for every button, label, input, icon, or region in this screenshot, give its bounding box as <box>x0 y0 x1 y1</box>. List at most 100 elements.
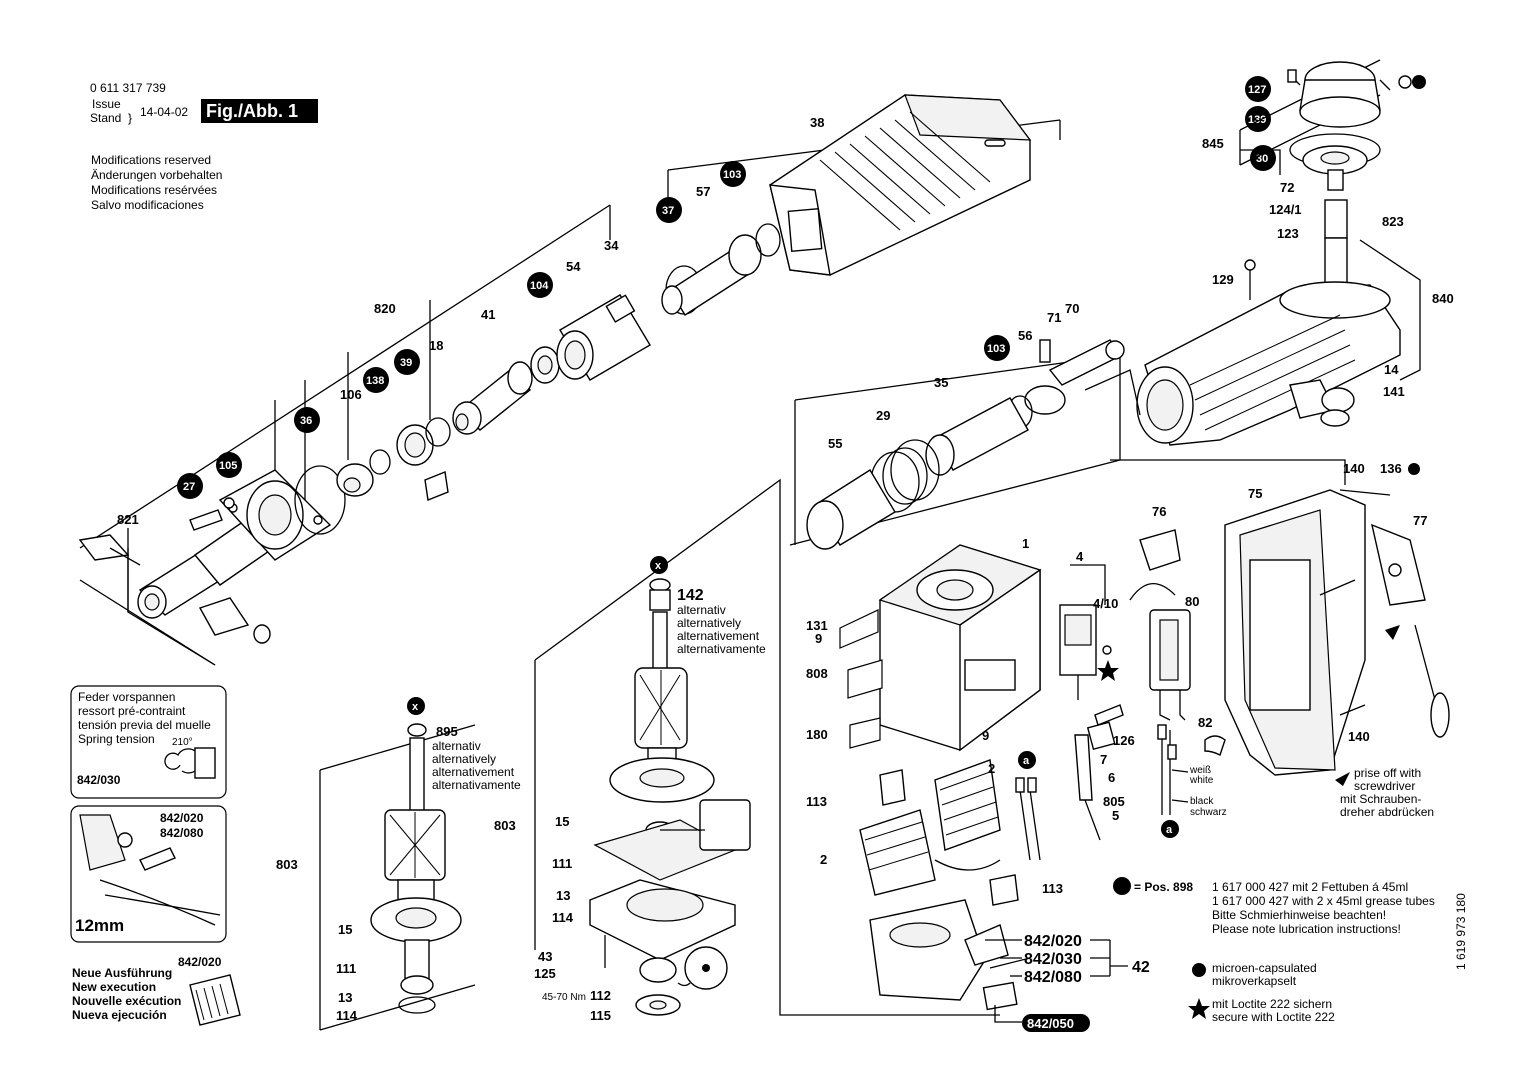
label-13-left: 13 <box>338 990 352 1005</box>
svg-text:x: x <box>412 701 419 713</box>
clamp-piece <box>78 534 130 561</box>
screw-icon <box>139 847 176 871</box>
label-114-center: 114 <box>552 910 574 925</box>
label-106: 106 <box>340 387 362 402</box>
modifications-line-1: Modifications reserved <box>91 153 211 167</box>
field-coil-assembly: a <box>859 751 1041 1011</box>
armature-center: x <box>534 478 1000 1016</box>
field-coil-2 <box>859 809 936 896</box>
prise-off-2: screwdriver <box>1354 779 1415 793</box>
modifications-line-2: Änderungen vorbehalten <box>91 168 222 182</box>
svg-text:127: 127 <box>1248 84 1266 96</box>
wire-white-de: weiß <box>1189 765 1211 776</box>
brush-842-050 <box>982 981 1018 1011</box>
svg-text:x: x <box>655 560 662 572</box>
svg-text:1 617 000 427 mit 2 Fettuben á: 1 617 000 427 mit 2 Fettuben á 45ml <box>1212 880 1408 894</box>
loctite-star-icon <box>1097 660 1119 681</box>
label-75: 75 <box>1248 486 1262 501</box>
label-821: 821 <box>117 512 139 527</box>
modifications-line-3: Modifications resérvées <box>91 183 217 197</box>
svg-text:secure with Loctite 222: secure with Loctite 222 <box>1212 1010 1335 1024</box>
label-77: 77 <box>1413 513 1427 528</box>
label-803-center: 803 <box>494 818 516 833</box>
brush-parts-bracket <box>985 939 1128 1032</box>
label-9-b: 9 <box>982 728 989 743</box>
needle-bearing-123 <box>1324 199 1348 239</box>
label-141: 141 <box>1383 384 1405 399</box>
new-execution-fr: Nouvelle exécution <box>72 994 181 1008</box>
svg-text:Bitte Schmierhinweise beachten: Bitte Schmierhinweise beachten! <box>1212 908 1386 922</box>
label-111-left: 111 <box>336 961 356 976</box>
label-15-center: 15 <box>555 814 569 829</box>
prise-off-4: dreher abdrücken <box>1340 805 1434 819</box>
label-2-top: 2 <box>988 761 995 776</box>
housing-cover-38 <box>769 94 1032 276</box>
label-842-050: 842/050 <box>1027 1016 1074 1031</box>
new-execution-es: Nueva ejecución <box>72 1008 167 1022</box>
svg-text:alternativamente: alternativamente <box>432 778 521 792</box>
label-82: 82 <box>1198 715 1212 730</box>
circled-part-numbers: 127 139 30 103 37 104 39 138 36 105 27 1… <box>177 76 1276 499</box>
doc-number: 0 611 317 739 <box>90 81 166 95</box>
label-34: 34 <box>604 238 619 253</box>
part-76 <box>1139 529 1181 571</box>
label-842-020: 842/020 <box>1024 933 1082 950</box>
handle-75 <box>1110 459 1450 786</box>
crank-assembly <box>789 339 1125 550</box>
svg-text:27: 27 <box>183 481 195 493</box>
part-82 <box>1204 735 1226 756</box>
label-57: 57 <box>696 184 710 199</box>
label-15-left: 15 <box>338 922 352 937</box>
grease-dot-icon <box>1113 877 1131 895</box>
new-execution-en: New execution <box>72 980 156 994</box>
label-805: 805 <box>1103 794 1125 809</box>
label-803-left: 803 <box>276 857 298 872</box>
torque-label: 45-70 Nm <box>542 992 586 1003</box>
switch-housing <box>878 544 1042 752</box>
wire-black-de: schwarz <box>1190 807 1227 818</box>
brush-holder-icon <box>189 974 241 1026</box>
prise-off-3: mit Schrauben- <box>1340 792 1421 806</box>
svg-text:210°: 210° <box>172 737 193 748</box>
label-6: 6 <box>1108 770 1115 785</box>
svg-text:30: 30 <box>1256 153 1268 165</box>
label-823: 823 <box>1382 214 1404 229</box>
label-13-center: 13 <box>556 888 570 903</box>
label-125: 125 <box>534 966 556 981</box>
svg-text:a: a <box>1023 755 1030 767</box>
brush-holder-housing <box>869 899 986 1001</box>
label-115: 115 <box>590 1008 611 1023</box>
label-35: 35 <box>934 375 948 390</box>
label-895: 895 <box>436 724 458 739</box>
label-123: 123 <box>1277 226 1299 241</box>
label-840: 840 <box>1432 291 1454 306</box>
svg-text:alternativement: alternativement <box>677 629 760 643</box>
cable-guard-7 <box>1074 734 1093 801</box>
label-136: 136 <box>1380 461 1402 476</box>
label-140-top: 140 <box>1343 461 1365 476</box>
svg-text:alternativ: alternativ <box>432 739 481 753</box>
pin-71 <box>1039 339 1051 363</box>
figure-label: Fig./Abb. 1 <box>206 101 298 121</box>
svg-text:alternativement: alternativement <box>432 765 515 779</box>
svg-text:105: 105 <box>219 460 237 472</box>
label-80: 80 <box>1185 594 1199 609</box>
loctite-legend-icon <box>1188 998 1210 1019</box>
pliers-icon <box>99 879 216 926</box>
label-71: 71 <box>1047 310 1061 325</box>
svg-text:alternativ: alternativ <box>677 603 726 617</box>
leader-diagonal-820 <box>79 204 611 549</box>
label-43: 43 <box>538 949 552 964</box>
label-842-030: 842/030 <box>1024 951 1082 968</box>
svg-text:842/030: 842/030 <box>77 773 121 787</box>
label-plate-180 <box>849 717 881 749</box>
svg-text:a: a <box>1166 824 1173 836</box>
label-18: 18 <box>429 338 443 353</box>
label-42: 42 <box>1132 959 1150 976</box>
svg-text:microen-capsulated: microen-capsulated <box>1212 961 1317 975</box>
new-execution-part: 842/020 <box>178 955 222 969</box>
label-142: 142 <box>677 587 704 604</box>
screw-126 <box>1094 704 1124 726</box>
wire-white-en: white <box>1189 775 1214 786</box>
issue-label: Issue <box>92 97 121 111</box>
